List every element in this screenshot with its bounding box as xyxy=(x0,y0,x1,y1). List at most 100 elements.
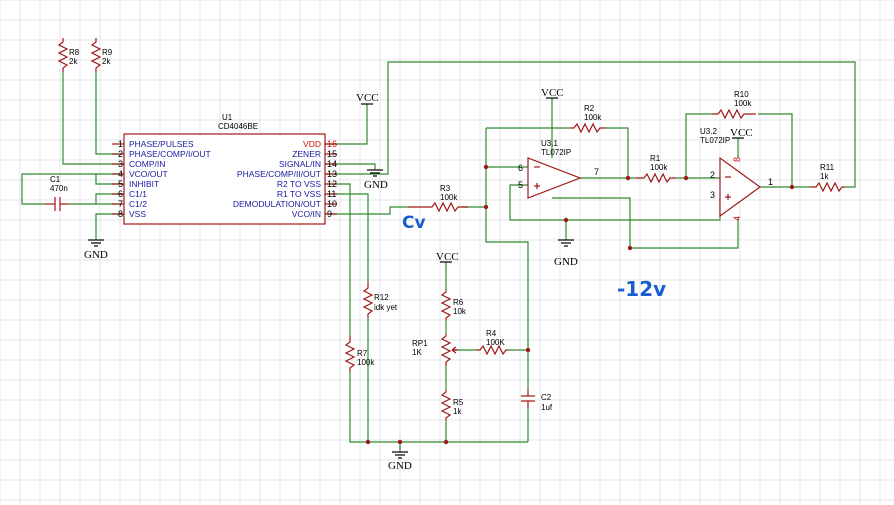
r6-ref: R6 xyxy=(453,298,464,307)
r11-ref: R11 xyxy=(820,163,835,172)
rp1-wiper-arrow xyxy=(451,346,458,354)
wire-pin13-feedback xyxy=(325,61,856,188)
capacitor-c1[interactable]: C1 470n xyxy=(45,175,69,211)
gnd-label-ic: GND xyxy=(364,179,388,191)
ic-pin-name-right: VCO/IN xyxy=(292,209,321,219)
ic-pin-number-left: 3 xyxy=(118,159,123,169)
ic-pin-name-left: VSS xyxy=(129,209,146,219)
c2-val: 1uf xyxy=(541,403,553,412)
wire-inv-node xyxy=(485,128,529,350)
wire-pin14-gnd xyxy=(325,163,376,170)
u31-pin-inv: 6 xyxy=(518,163,523,173)
wire-r2-right xyxy=(606,127,629,178)
resistor-r2[interactable] xyxy=(570,122,606,134)
r3-ref: R3 xyxy=(440,184,451,193)
r7-ref: R7 xyxy=(357,349,368,358)
annotations: Cv -12v xyxy=(402,213,666,301)
vcc-label-pot: VCC xyxy=(436,251,459,263)
resistor-r7[interactable] xyxy=(344,336,356,372)
r4-ref: R4 xyxy=(486,329,497,338)
u32-pin-vee: 4 xyxy=(732,216,742,221)
r2-val: 100k xyxy=(584,113,602,122)
ic-pin-number-right: 15 xyxy=(327,149,337,159)
rp1-ref: RP1 xyxy=(412,339,428,348)
ic-right-pins: 16VDD15ZENER14SIGNAL/IN13PHASE/COMP/II/O… xyxy=(233,139,337,219)
r10-val: 100k xyxy=(734,99,752,108)
opamp-u32[interactable]: U3.2 TL072IP 2 3 1 8 4 xyxy=(700,127,773,221)
wire-r10-left xyxy=(685,113,712,178)
gnd-symbol-u31: GND xyxy=(554,239,578,268)
wire-r10-right xyxy=(758,113,793,187)
gnd-symbol-ic: GND xyxy=(364,169,388,191)
resistor-r12[interactable] xyxy=(362,282,374,318)
annotation-cv: Cv xyxy=(402,213,426,233)
ic-pin-name-right: R1 TO VSS xyxy=(277,189,321,199)
ic-pin-number-right: 16 xyxy=(327,139,337,149)
ic-pin-number-right: 9 xyxy=(327,209,332,219)
vcc-label-u31: VCC xyxy=(541,87,564,99)
resistor-r8[interactable] xyxy=(57,38,69,72)
resistor-r1[interactable] xyxy=(636,172,676,184)
resistors: R8 2k R9 2k R2 100k R10 100k R1 100k R11… xyxy=(57,38,845,420)
resistor-r9[interactable] xyxy=(90,38,102,72)
ic-pin-number-right: 10 xyxy=(327,199,337,209)
c1-val: 470n xyxy=(50,184,68,193)
wire-r8-pin3 xyxy=(62,72,124,165)
gnd-symbol-left: GND xyxy=(84,239,108,261)
ic-pin-name-right: ZENER xyxy=(292,149,321,159)
ic-pin-name-left: C1/1 xyxy=(129,189,147,199)
u32-part: TL072IP xyxy=(700,136,730,145)
u32-pin-inv: 2 xyxy=(710,170,715,180)
c1-ref: C1 xyxy=(50,175,61,184)
r8-val: 2k xyxy=(69,57,78,66)
u32-ref: U3.2 xyxy=(700,127,717,136)
capacitors: C1 470n C2 1uf xyxy=(45,175,553,412)
wire-pin9-r3 xyxy=(325,206,408,215)
ic-pin-name-right: PHASE/COMP/II/OUT xyxy=(237,169,321,179)
opamp-u31[interactable]: U3.1 TL072IP 6 5 7 xyxy=(518,139,599,199)
r9-ref: R9 xyxy=(102,48,113,57)
ic-pin-name-right: DEMODULATION/OUT xyxy=(233,199,321,209)
resistor-r5[interactable] xyxy=(440,390,452,420)
ic-body xyxy=(123,133,326,225)
capacitor-c2[interactable]: C2 1uf xyxy=(521,390,553,412)
wire-pin11-r12 xyxy=(325,193,369,282)
ic-pin-number-right: 12 xyxy=(327,179,337,189)
ic-pin-name-left: INHIBIT xyxy=(129,179,159,189)
r6-val: 10k xyxy=(453,307,467,316)
r3-val: 100k xyxy=(440,193,458,202)
resistor-r11[interactable] xyxy=(810,181,845,193)
resistor-r6[interactable] xyxy=(440,290,452,320)
u31-part: TL072IP xyxy=(541,148,571,157)
gnd-symbol-bottom: GND xyxy=(388,451,412,472)
r1-val: 100k xyxy=(650,163,668,172)
r2-ref: R2 xyxy=(584,104,595,113)
annotation-neg12v: -12v xyxy=(617,277,666,301)
resistor-r4[interactable] xyxy=(476,344,508,356)
ic-pin-name-left: COMP/IN xyxy=(129,159,165,169)
ic-pin-number-left: 5 xyxy=(118,179,123,189)
ic-pin-name-right: VDD xyxy=(303,139,321,149)
ic-pin-name-left: PHASE/PULSES xyxy=(129,139,194,149)
r5-ref: R5 xyxy=(453,398,464,407)
u32-pin-out: 1 xyxy=(768,177,773,187)
ic-pin-name-left: PHASE/COMP/I/OUT xyxy=(129,149,211,159)
junctions xyxy=(365,164,795,445)
potentiometer-rp1[interactable] xyxy=(440,334,452,366)
gnd-label-left: GND xyxy=(84,249,108,261)
ic-pin-name-right: R2 TO VSS xyxy=(277,179,321,189)
wire-pin16-vcc xyxy=(325,104,368,145)
u32-pin-vcc: 8 xyxy=(732,157,742,162)
r8-ref: R8 xyxy=(69,48,80,57)
resistor-r3[interactable] xyxy=(408,201,468,213)
vcc-label-ic: VCC xyxy=(356,92,379,104)
ic-pin-name-left: C1/2 xyxy=(129,199,147,209)
resistor-r10[interactable] xyxy=(712,108,756,120)
ic-pin-number-left: 6 xyxy=(118,189,123,199)
wire-pin4-pin5 xyxy=(95,173,124,185)
power-symbols: VCC VCC VCC VCC GND GND GND xyxy=(84,87,753,472)
